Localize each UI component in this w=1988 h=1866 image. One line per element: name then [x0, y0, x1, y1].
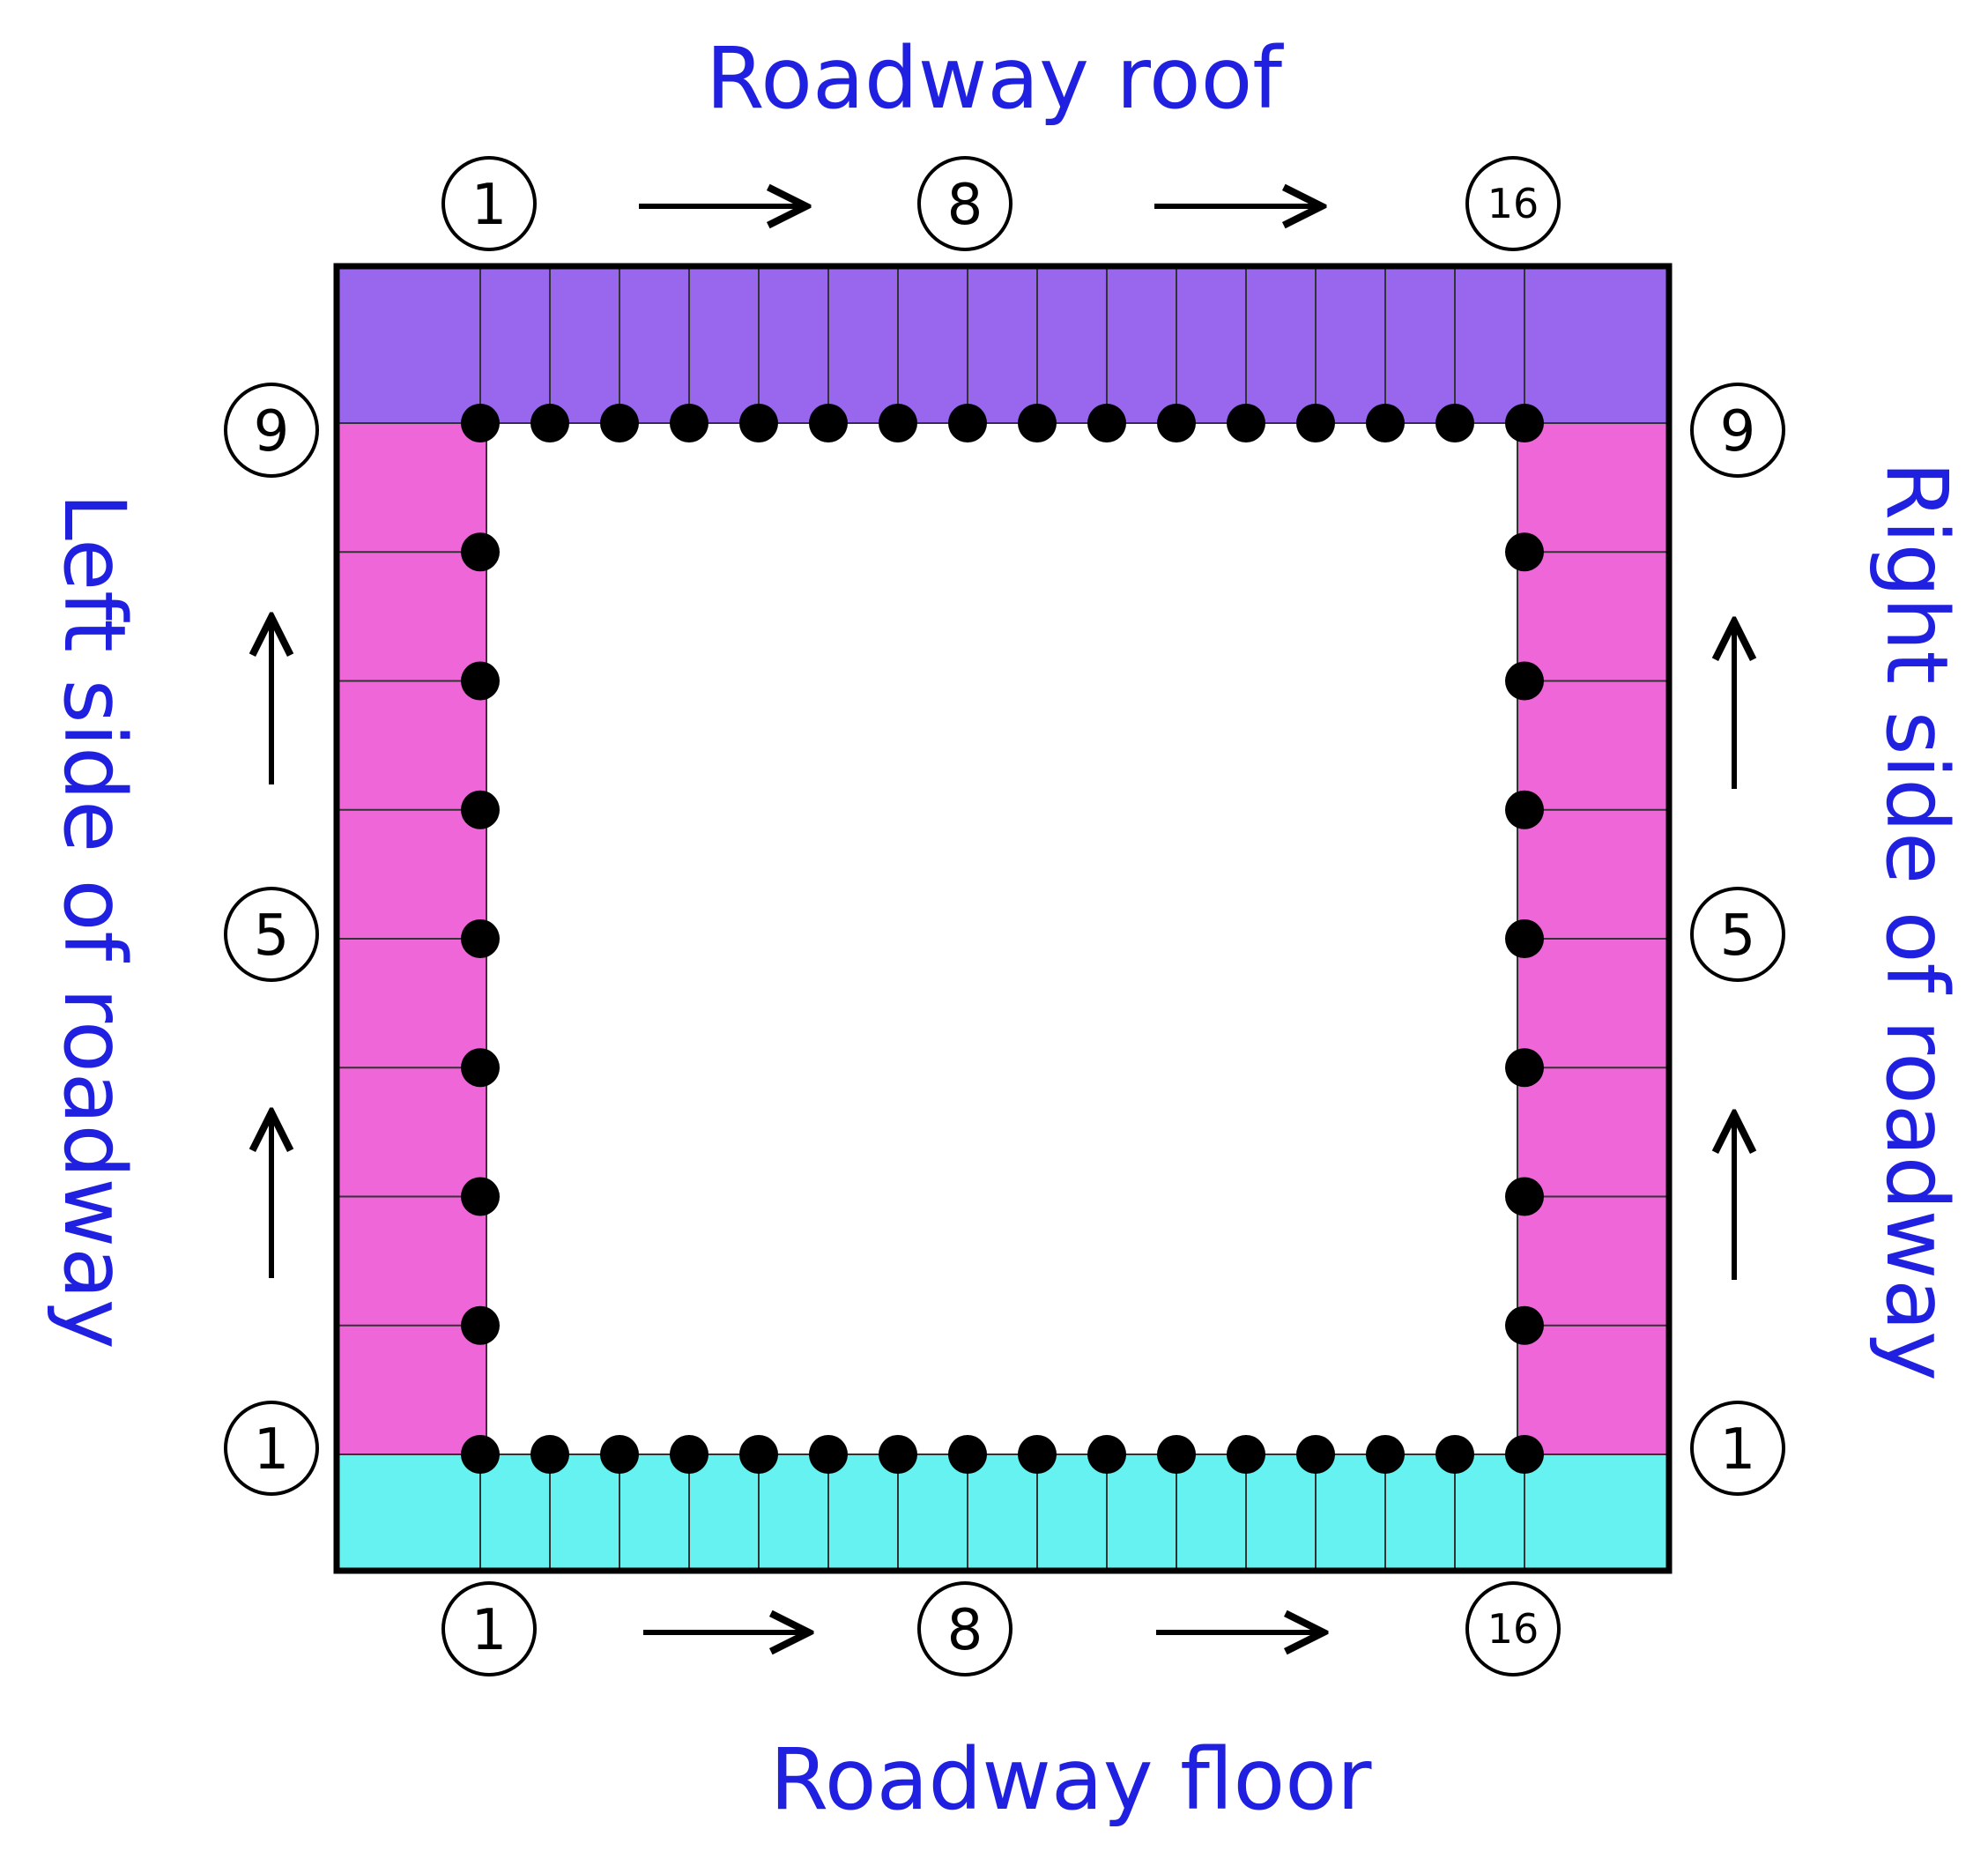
- roof-point-4: [670, 404, 708, 442]
- floor-number-1-text: 1: [471, 1598, 508, 1663]
- right-point-5: [1505, 919, 1544, 958]
- floor-number-8: 8: [917, 1581, 1013, 1676]
- left-point-2: [461, 1305, 500, 1345]
- right-point-8: [1505, 532, 1544, 572]
- roof-number-8: 8: [917, 156, 1013, 251]
- left-number-1-text: 1: [254, 1417, 290, 1483]
- right-number-9-text: 9: [1720, 399, 1756, 465]
- right-number-1: 1: [1690, 1401, 1785, 1496]
- left-point-5: [461, 919, 500, 958]
- roof-number-1: 1: [441, 156, 537, 251]
- measuring-points: [461, 404, 1544, 1474]
- outer-frame: [333, 263, 1673, 1574]
- left-point-3: [461, 1177, 500, 1216]
- right-point-4: [1505, 1048, 1544, 1088]
- roof-number-1-text: 1: [471, 173, 508, 238]
- floor-point-7: [879, 1435, 917, 1474]
- floor-number-16: 16: [1465, 1581, 1561, 1676]
- roof-point-16: [1505, 404, 1544, 442]
- left-point-6: [461, 790, 500, 829]
- left-side-point-numbers: 9 5 1: [224, 383, 319, 1496]
- right-side-point-numbers: 9 5 1: [1690, 383, 1785, 1496]
- left-point-4: [461, 1048, 500, 1088]
- floor-number-16-text: 16: [1487, 1605, 1539, 1653]
- roof-point-11: [1157, 404, 1196, 442]
- right-number-9: 9: [1690, 383, 1785, 478]
- floor-point-4: [670, 1435, 708, 1474]
- floor-point-2: [530, 1435, 569, 1474]
- floor-point-16: [1505, 1435, 1544, 1474]
- roof-point-numbers: 1 8 16: [441, 156, 1561, 251]
- roof-point-1: [461, 404, 500, 442]
- roof-point-15: [1435, 404, 1474, 442]
- left-number-9-text: 9: [254, 399, 290, 465]
- right-point-6: [1505, 790, 1544, 829]
- roof-point-5: [739, 404, 778, 442]
- floor-point-numbers: 1 8 16: [441, 1581, 1561, 1676]
- right-side-label: Right side of roadway: [1867, 461, 1966, 1381]
- direction-arrows: [271, 206, 1734, 1632]
- roof-point-6: [809, 404, 848, 442]
- floor-number-1: 1: [441, 1581, 537, 1676]
- floor-point-1: [461, 1435, 500, 1474]
- floor-point-6: [809, 1435, 848, 1474]
- roof-number-16-text: 16: [1487, 180, 1539, 227]
- right-point-3: [1505, 1177, 1544, 1216]
- floor-point-14: [1366, 1435, 1405, 1474]
- right-number-5: 5: [1690, 887, 1785, 982]
- left-number-1: 1: [224, 1401, 319, 1496]
- left-point-8: [461, 532, 500, 572]
- floor-number-8-text: 8: [947, 1598, 983, 1663]
- roof-point-3: [600, 404, 639, 442]
- floor-label: Roadway floor: [770, 1730, 1373, 1829]
- left-number-9: 9: [224, 383, 319, 478]
- right-number-5-text: 5: [1720, 903, 1756, 969]
- roof-point-8: [948, 404, 987, 442]
- roof-label: Roadway roof: [706, 29, 1284, 128]
- floor-point-11: [1157, 1435, 1196, 1474]
- left-number-5-text: 5: [254, 903, 290, 969]
- floor-point-13: [1296, 1435, 1335, 1474]
- right-point-7: [1505, 661, 1544, 701]
- left-side-label: Left side of roadway: [45, 493, 144, 1349]
- floor-point-3: [600, 1435, 639, 1474]
- left-point-7: [461, 661, 500, 701]
- floor-point-10: [1087, 1435, 1126, 1474]
- roof-point-14: [1366, 404, 1405, 442]
- grid-lines: [337, 266, 1669, 1571]
- left-number-5: 5: [224, 887, 319, 982]
- right-point-2: [1505, 1305, 1544, 1345]
- floor-point-15: [1435, 1435, 1474, 1474]
- roof-point-13: [1296, 404, 1335, 442]
- roof-point-2: [530, 404, 569, 442]
- floor-point-8: [948, 1435, 987, 1474]
- right-number-1-text: 1: [1720, 1417, 1756, 1483]
- floor-point-12: [1227, 1435, 1265, 1474]
- roof-number-16: 16: [1465, 156, 1561, 251]
- roof-number-8-text: 8: [947, 173, 983, 238]
- roof-band: [337, 266, 1669, 423]
- floor-point-9: [1018, 1435, 1057, 1474]
- floor-point-5: [739, 1435, 778, 1474]
- roof-point-9: [1018, 404, 1057, 442]
- roof-point-12: [1227, 404, 1265, 442]
- roof-point-10: [1087, 404, 1126, 442]
- floor-band: [337, 1454, 1669, 1571]
- roof-point-7: [879, 404, 917, 442]
